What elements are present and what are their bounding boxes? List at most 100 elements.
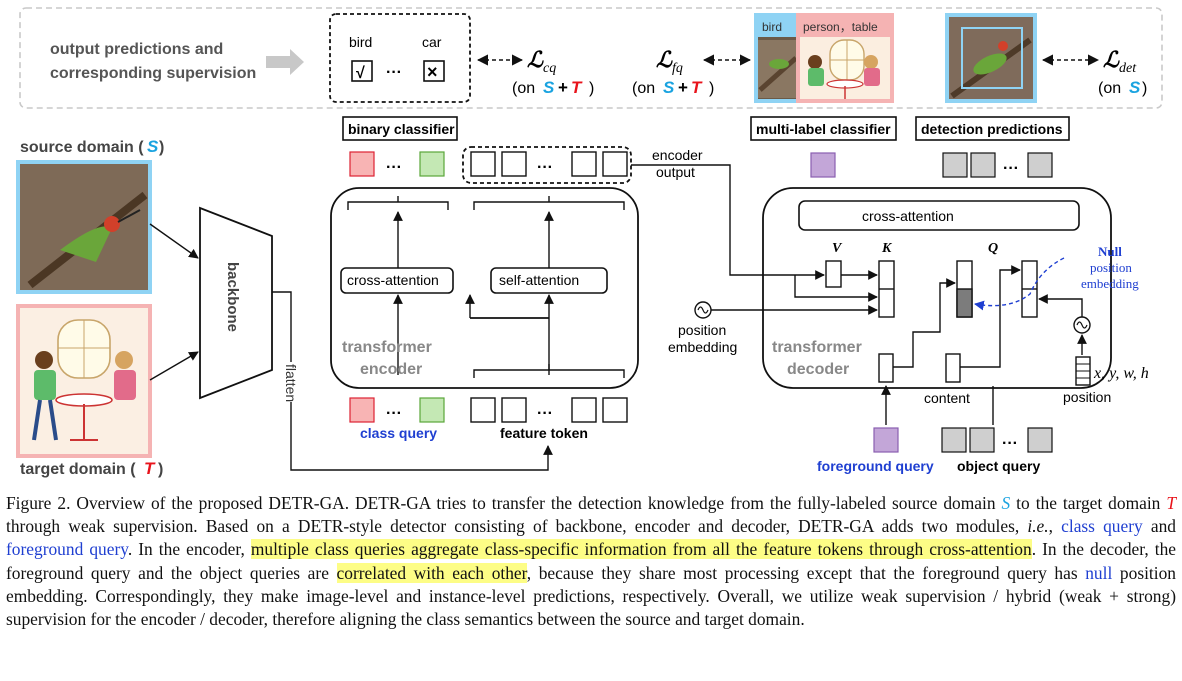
flatten-label: flatten <box>283 364 299 402</box>
caption-text: and <box>1142 516 1176 537</box>
object-query <box>1027 427 1053 453</box>
multilabel-images: bird person，table <box>754 13 894 103</box>
loss-cq-on: (on <box>512 80 535 97</box>
encoder-title-1: transformer <box>342 339 432 356</box>
null-position-arrow <box>974 257 1065 311</box>
object-query-out <box>970 152 996 178</box>
class-query-red <box>349 397 375 423</box>
loss-fq-domain-t: T <box>691 78 703 97</box>
caption-domain-t: T <box>1166 493 1176 513</box>
class-query-green <box>419 397 445 423</box>
caption-null: null <box>1085 562 1113 583</box>
caption-text: , because they share most processing exc… <box>526 562 1086 583</box>
null-label-3: embedding <box>1081 276 1139 291</box>
encoder-output-token <box>470 151 496 177</box>
grey-arrow-icon <box>266 49 304 75</box>
position-label: position <box>1063 389 1111 405</box>
detection-predictions-box <box>915 116 1070 141</box>
transformer-decoder <box>762 187 1112 389</box>
flatten-path <box>272 291 553 471</box>
decoder-cross-attention-label: cross-attention <box>862 208 954 224</box>
encoder-output-to-decoder <box>631 164 825 280</box>
null-label: Null <box>1098 244 1122 259</box>
pos-emb-label-1: position <box>678 322 726 338</box>
v-vector <box>825 260 842 288</box>
encoder-cross-attention-label: cross-attention <box>347 272 439 288</box>
loss-fq-on: (on <box>632 80 655 97</box>
caption-text: position embedding. Correspondingly, the… <box>6 562 1176 630</box>
dots: ··· <box>386 405 402 422</box>
loss-cq-domain-t: T <box>571 78 583 97</box>
dots: ··· <box>386 64 402 81</box>
loss-fq-symbol: ℒ <box>656 47 673 72</box>
xywh-label: x, y, w, h <box>1093 365 1149 382</box>
target-domain-symbol: T <box>144 459 156 478</box>
loss-det-subscript: det <box>1119 61 1137 76</box>
pos-emb-label-2: embedding <box>668 339 737 355</box>
encoder-bottom-brace <box>473 364 625 378</box>
supervision-label-line1: output predictions and <box>50 41 223 58</box>
target-to-backbone-arrow <box>149 351 199 381</box>
target-domain-close: ) <box>158 461 163 478</box>
multilabel-classifier-box <box>750 116 897 141</box>
caption-text: , <box>1048 516 1062 537</box>
loss-fq-subscript: fq <box>672 61 683 76</box>
encoder-output-group <box>462 146 632 184</box>
target-image <box>16 304 152 458</box>
cross-box <box>423 60 445 82</box>
caption-text: Figure 2. Overview of the proposed DETR-… <box>6 493 1002 513</box>
loss-cq-subscript: cq <box>543 61 556 76</box>
loss-cq-close: ) <box>589 80 594 97</box>
encoder-output-token <box>571 151 597 177</box>
object-query-out <box>942 152 968 178</box>
cls-bird-label: bird <box>349 34 372 50</box>
encoder-output-token <box>501 151 527 177</box>
loss-det-close: ) <box>1142 80 1147 97</box>
encoder-title-2: encoder <box>360 361 422 378</box>
tag-person-table: person，table <box>803 20 878 34</box>
loss-det-domain-s: S <box>1129 78 1141 97</box>
feature-token <box>602 397 628 423</box>
cls-car-label: car <box>422 34 442 50</box>
decoder-title-1: transformer <box>772 339 862 356</box>
transformer-encoder <box>330 187 639 389</box>
caption-domain-s: S <box>1001 493 1011 513</box>
dots: ··· <box>537 405 553 422</box>
feature-token <box>470 397 496 423</box>
check-box <box>351 60 373 82</box>
q-label: Q <box>988 241 998 256</box>
architecture-diagram: output predictions and corresponding sup… <box>16 7 1163 478</box>
caption-highlight-1: multiple class queries aggregate class-s… <box>250 539 1032 560</box>
loss-det-on: (on <box>1098 80 1121 97</box>
encoder-top-brace-left <box>347 196 449 210</box>
feature-token <box>501 397 527 423</box>
source-to-backbone-arrow <box>149 223 199 259</box>
decoder-cross-attention <box>798 200 1080 231</box>
encoder-output-token <box>602 151 628 177</box>
feature-token <box>571 397 597 423</box>
backbone-block <box>199 206 273 400</box>
encoder-output-label-2: output <box>656 164 695 180</box>
dots: ··· <box>537 159 553 176</box>
backbone-label: backbone <box>224 262 241 332</box>
target-domain-label: target domain ( <box>20 461 136 478</box>
class-query-out-green <box>419 151 445 177</box>
caption-ie: i.e. <box>1027 516 1049 537</box>
object-query <box>941 427 967 453</box>
cross-mark-icon: × <box>427 62 438 82</box>
v-label: V <box>832 241 843 256</box>
supervision-label-line2: corresponding supervision <box>50 65 256 82</box>
caption-text: to the target domain <box>1010 493 1167 513</box>
dots: ··· <box>386 159 402 176</box>
k-label: K <box>881 241 893 256</box>
caption-foreground-query: foreground query <box>6 539 128 560</box>
foreground-query <box>873 427 899 453</box>
binary-prediction-box <box>329 13 471 103</box>
detection-predictions-label: detection predictions <box>921 121 1063 137</box>
loss-fq-close: ) <box>709 80 714 97</box>
caption-class-query: class query <box>1061 516 1143 537</box>
loss-fq-plus: + <box>678 78 688 97</box>
q-vector-fg-null <box>956 288 973 318</box>
loss-cq-domain-s: S <box>543 78 555 97</box>
binary-classifier-box <box>342 116 458 141</box>
